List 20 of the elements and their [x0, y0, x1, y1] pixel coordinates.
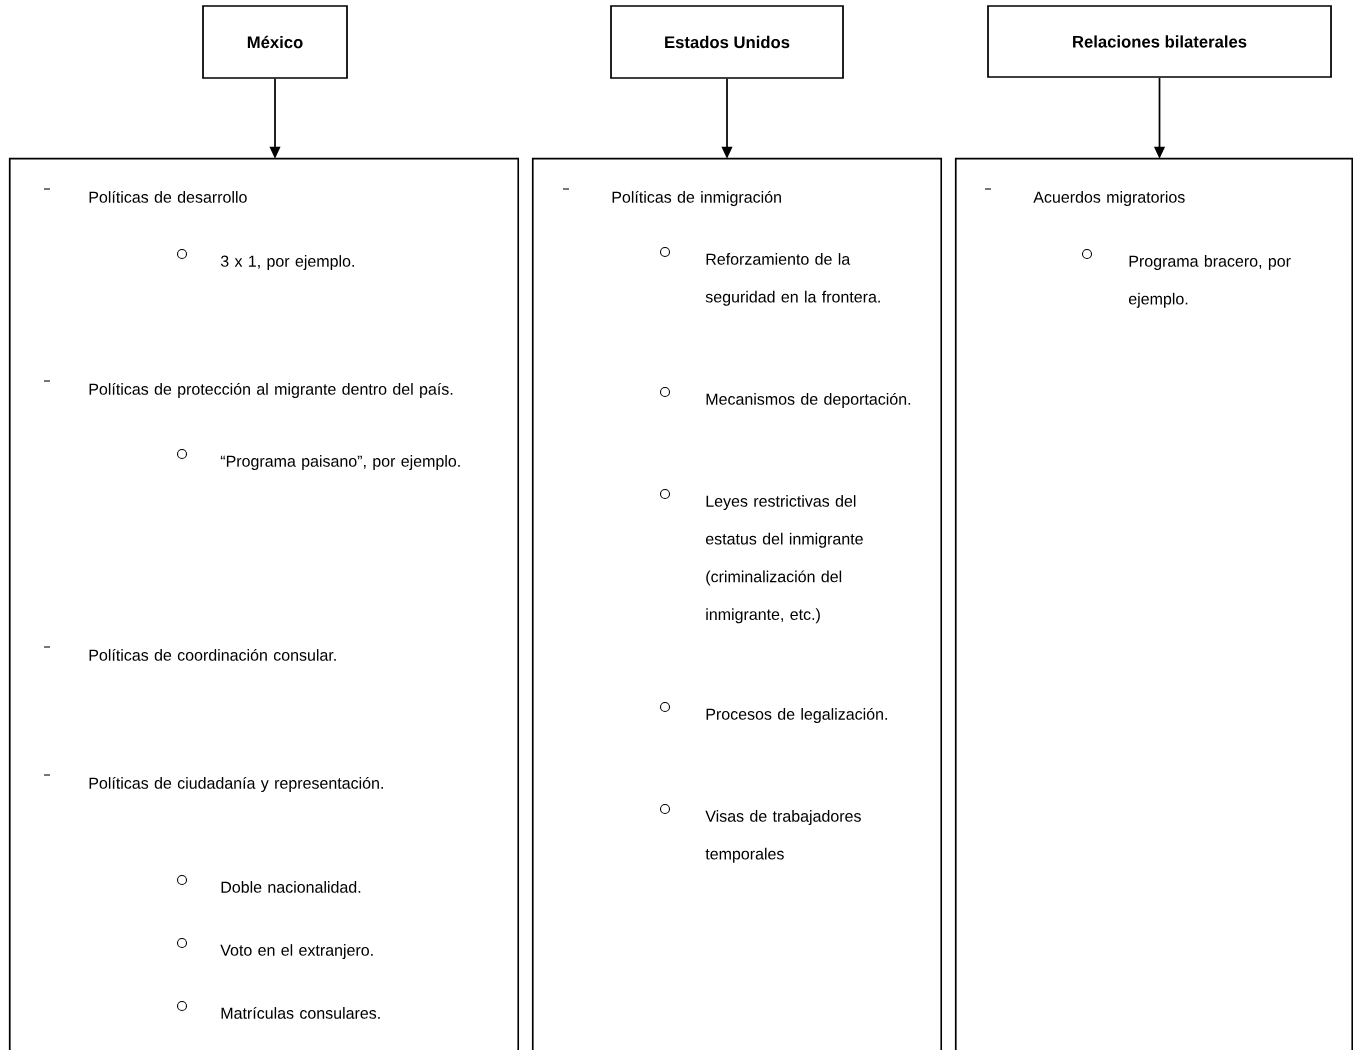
- list-item: Reforzamiento de la seguridad en la frontera.: [705, 253, 880, 306]
- list-item: Matrículas consulares.: [221, 1006, 380, 1019]
- list-item: Voto en el extranjero.: [220, 944, 373, 959]
- list-item: Leyes restrictivas del estatus del inmigrante (criminalización del inmigrante, etc.): [705, 495, 863, 624]
- list-item: Programa bracero, por ejemplo.: [1128, 255, 1291, 308]
- list-item: 3 x 1, por ejemplo.: [220, 255, 354, 270]
- list-item: Doble nacionalidad.: [221, 881, 361, 893]
- list-item: Acuerdos migratorios: [1033, 191, 1185, 206]
- list-item: “Programa paisano”, por ejemplo.: [220, 455, 460, 470]
- list-item: Políticas de ciudadanía y representación.: [89, 776, 383, 792]
- list-item: Procesos de legalización.: [706, 707, 887, 723]
- list-item: Visas de trabajadores temporales: [705, 810, 861, 863]
- list-item: Políticas de protección al migrante dentro del país.: [89, 382, 453, 398]
- header-box: México: [202, 5, 348, 79]
- list-item: Políticas de inmigración: [612, 190, 781, 206]
- list-item: Políticas de desarrollo: [89, 190, 247, 203]
- header-box: Estados Unidos: [610, 5, 844, 79]
- list-item: Mecanismos de deportación.: [706, 392, 911, 408]
- list-item: Políticas de coordinación consular.: [89, 648, 336, 661]
- header-box: Relaciones bilaterales: [987, 5, 1332, 78]
